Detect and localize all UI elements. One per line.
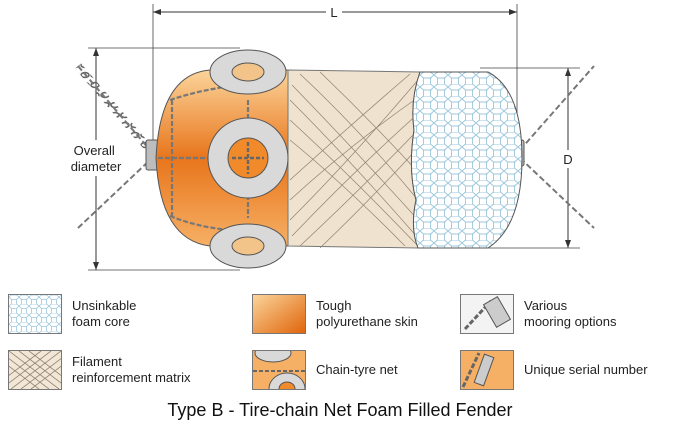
legend-item-chain-tyre: Chain-tyre net: [252, 348, 398, 392]
legend-item-polyurethane-skin: Tough polyurethane skin: [252, 292, 418, 336]
figure-caption: Type B - Tire-chain Net Foam Filled Fend…: [167, 400, 513, 420]
fender-diagram: L D Overall diameter: [60, 2, 595, 271]
legend-label: Chain-tyre net: [316, 362, 398, 377]
left-mooring-chain: [74, 63, 159, 229]
legend-label: Unsinkable foam core: [72, 298, 137, 329]
legend-label: Unique serial number: [524, 362, 648, 377]
filament-matrix-section: [287, 69, 421, 249]
filament-swatch: [8, 350, 62, 390]
legend-item-serial: Unique serial number: [460, 348, 648, 392]
length-dimension: L: [152, 2, 518, 140]
tyre-top: [209, 49, 287, 95]
legend-label: Filament reinforcement matrix: [72, 354, 191, 385]
diameter-label: D: [563, 152, 572, 167]
chain-tyre-swatch: [252, 350, 306, 390]
legend-item-foam-core: Unsinkable foam core: [8, 292, 136, 336]
legend-label: Various mooring options: [524, 298, 617, 329]
diameter-dimension: D: [480, 67, 580, 249]
tyre-center: [207, 117, 289, 199]
legend: Unsinkable foam core Tough polyurethane s…: [0, 288, 680, 400]
polyurethane-skin-swatch: [252, 294, 306, 334]
tyre-bottom: [209, 223, 287, 269]
right-mooring-chain: [511, 65, 595, 229]
mooring-swatch: [460, 294, 514, 334]
filament-lines: [289, 71, 421, 249]
foam-core-section: [410, 71, 523, 249]
length-label: L: [330, 5, 337, 20]
serial-swatch: [460, 350, 514, 390]
overall-diameter-label: Overall diameter: [71, 143, 122, 174]
legend-item-mooring: Various mooring options: [460, 292, 617, 336]
legend-label: Tough polyurethane skin: [316, 298, 418, 329]
legend-item-filament: Filament reinforcement matrix: [8, 348, 190, 392]
foam-core-swatch: [8, 294, 62, 334]
overall-diameter-dimension: Overall diameter: [60, 47, 240, 271]
